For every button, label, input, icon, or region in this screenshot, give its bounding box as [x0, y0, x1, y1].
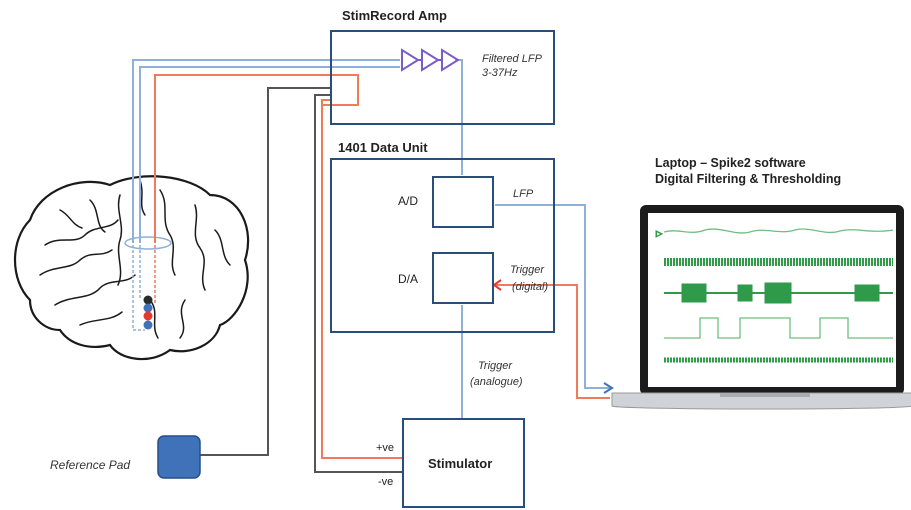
wire-lfp-1 — [132, 59, 400, 243]
filter-label-line2: 3-37Hz — [482, 67, 518, 79]
wire-lfp-to-laptop — [495, 204, 610, 389]
arrow-to-laptop-icon — [603, 382, 614, 394]
wire-trigger-digital — [495, 284, 610, 399]
lfp-label: LFP — [513, 188, 534, 200]
arrow-to-da-icon — [492, 279, 502, 291]
filter-label-line1: Filtered LFP — [482, 53, 542, 65]
electrode-contact-3 — [143, 311, 153, 321]
laptop-title-line2: Digital Filtering & Thresholding — [655, 172, 842, 186]
stimulator-neg-label: -ve — [378, 476, 394, 488]
spike2-traces: ▷ — [656, 228, 894, 363]
reference-pad-label: Reference Pad — [50, 458, 131, 472]
brain-illustration — [13, 175, 250, 361]
trace-4-trigger — [664, 317, 893, 339]
ad-converter-box — [432, 176, 494, 228]
amplifier-symbols-icon — [401, 48, 460, 72]
data-unit-title: 1401 Data Unit — [338, 140, 428, 155]
trigger-digital-line2: (digital) — [512, 281, 549, 293]
trigger-digital-line1: Trigger — [510, 264, 545, 276]
da-converter-box — [432, 252, 494, 304]
stimulator-box — [402, 418, 525, 508]
electrode-contact-1 — [143, 295, 153, 305]
trigger-analogue-line2: (analogue) — [470, 376, 523, 388]
stimulator-label: Stimulator — [428, 456, 493, 471]
wire-neg-grey — [314, 94, 402, 473]
electrode-entry-ellipse — [124, 236, 172, 250]
trace-1 — [663, 228, 894, 234]
ad-label: A/D — [398, 194, 419, 208]
laptop-title-line1: Laptop – Spike2 software — [655, 156, 806, 170]
electrode-contact-2 — [143, 303, 153, 313]
da-label: D/A — [398, 272, 419, 286]
electrode-contact-4 — [143, 320, 153, 330]
stimulator-pos-label: +ve — [376, 442, 395, 454]
stimrecord-amp-box — [330, 30, 555, 125]
reference-pad-icon — [157, 435, 201, 479]
wire-stim-red-to-amp — [154, 74, 359, 243]
wire-ground-grey — [200, 87, 330, 456]
amp-title: StimRecord Amp — [342, 8, 447, 23]
trigger-analogue-line1: Trigger — [478, 360, 513, 372]
wire-lfp-2 — [139, 66, 400, 243]
wire-pos-red — [321, 99, 402, 459]
electrode-lead-blue-1 — [132, 245, 145, 331]
svg-text:▷: ▷ — [656, 229, 663, 238]
data-unit-box — [330, 158, 555, 333]
